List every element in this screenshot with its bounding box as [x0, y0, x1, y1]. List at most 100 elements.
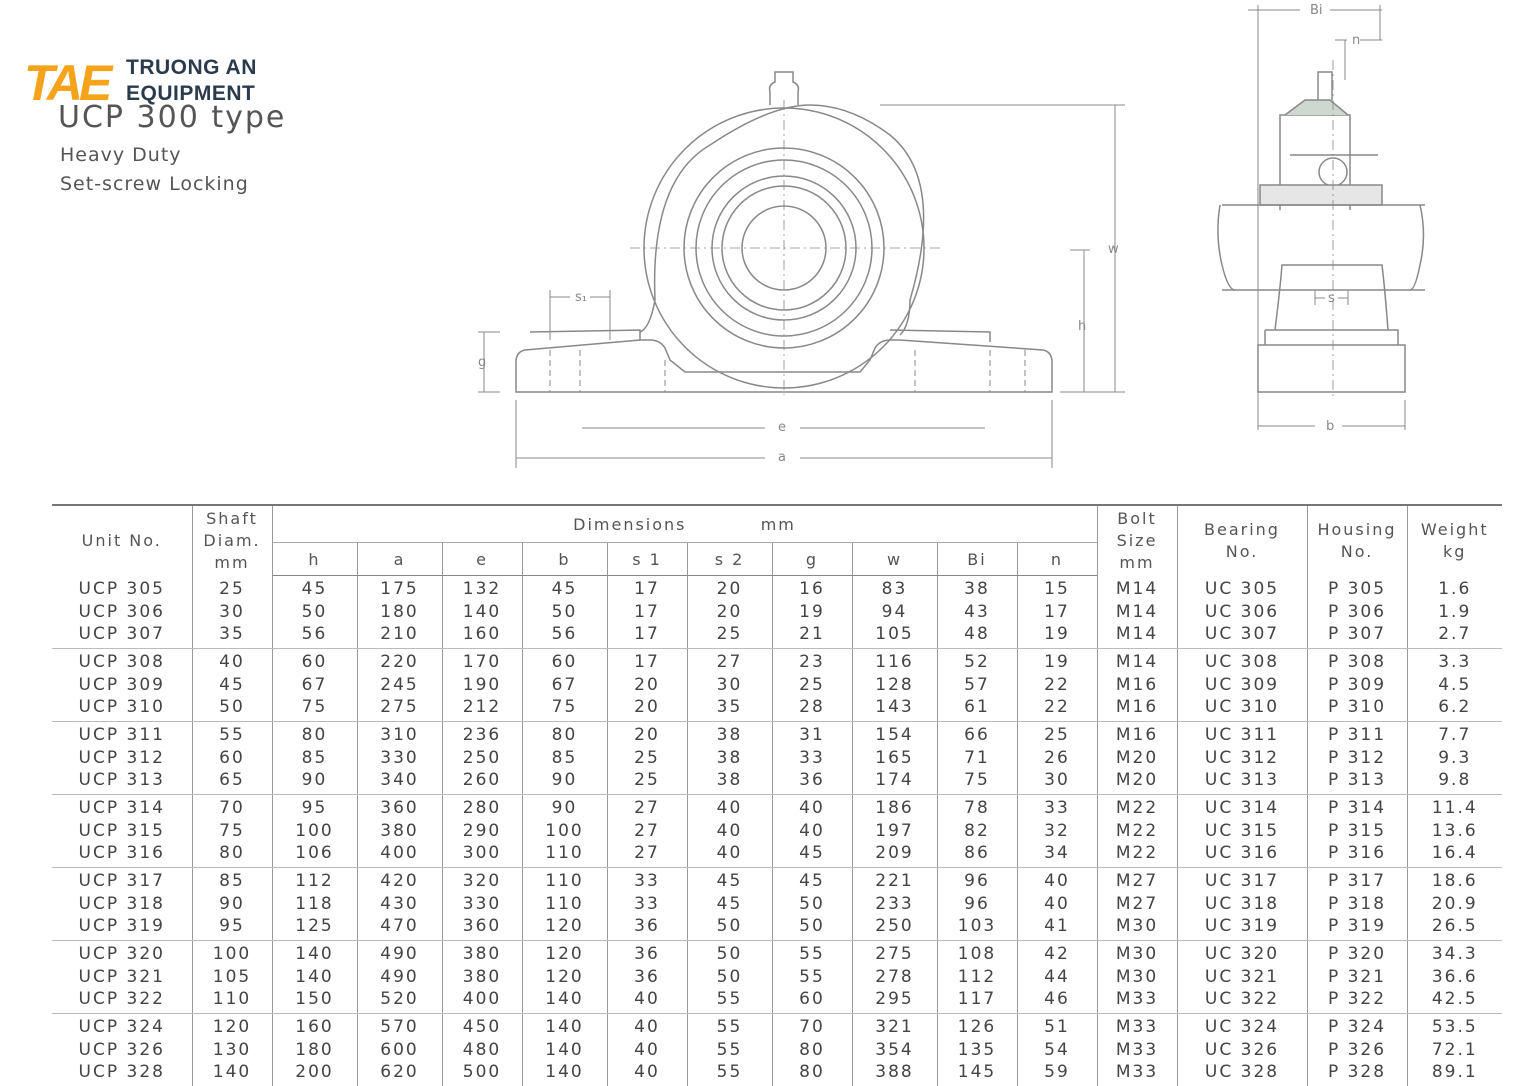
cell-value: 250 [443, 747, 522, 770]
cell-value: 15 [1018, 578, 1097, 601]
cell-value: P 312 [1308, 747, 1407, 770]
header-a: a [357, 543, 442, 576]
cell-value: 220 [358, 651, 442, 674]
cell-value: 43 [938, 601, 1017, 624]
cell-value: 80 [773, 1039, 852, 1062]
cell-value: UC 326 [1178, 1039, 1307, 1062]
cell-value: 19 [773, 601, 852, 624]
header-g: g [772, 543, 852, 576]
cell-value: 186 [853, 797, 937, 820]
cell-value: 180 [358, 601, 442, 624]
cell-value: P 313 [1308, 769, 1407, 792]
cell-value: UC 313 [1178, 769, 1307, 792]
cell-value: 100 [193, 943, 272, 966]
cell-value: 18.6 [1408, 870, 1503, 893]
cell-value: 2.7 [1408, 623, 1503, 646]
cell-value: 40 [608, 1061, 687, 1084]
cell-value: 110 [523, 893, 607, 916]
cell-value: 50 [688, 966, 772, 989]
cell-value: 140 [273, 966, 357, 989]
cell-value: 51 [1018, 1016, 1097, 1039]
cell-value: 110 [523, 870, 607, 893]
cell-value: 165 [853, 747, 937, 770]
cell-value: 50 [273, 601, 357, 624]
cell-value: UC 324 [1178, 1016, 1307, 1039]
cell-value: 42.5 [1408, 988, 1503, 1011]
cell-value: 6.2 [1408, 696, 1503, 719]
cell-value: 36 [773, 769, 852, 792]
cell-value: 80 [273, 724, 357, 747]
header-w: w [852, 543, 937, 576]
cell-value: 25 [773, 674, 852, 697]
cell-value: 174 [853, 769, 937, 792]
header-bolt-size: Bolt Size mm [1097, 505, 1177, 576]
cell-value: 72.1 [1408, 1039, 1503, 1062]
cell-value: 140 [523, 988, 607, 1011]
cell-value: 150 [273, 988, 357, 1011]
cell-value: 27 [608, 842, 687, 865]
cell-value: P 316 [1308, 842, 1407, 865]
cell-value: 209 [853, 842, 937, 865]
cell-value: 480 [443, 1039, 522, 1062]
cell-value: 175 [358, 578, 442, 601]
cell-value: 20 [688, 601, 772, 624]
cell-value: 40 [773, 797, 852, 820]
cell-value: 21 [773, 623, 852, 646]
cell-value: UCP 326 [52, 1039, 192, 1062]
cell-value: 278 [853, 966, 937, 989]
cell-value: 470 [358, 915, 442, 938]
cell-value: 55 [773, 943, 852, 966]
cell-value: M33 [1098, 1016, 1177, 1039]
cell-value: 54 [1018, 1039, 1097, 1062]
cell-value: P 308 [1308, 651, 1407, 674]
cell-value: 106 [273, 842, 357, 865]
cell-value: 388 [853, 1061, 937, 1084]
cell-value: 33 [773, 747, 852, 770]
cell-value: 112 [273, 870, 357, 893]
cell-value: UC 318 [1178, 893, 1307, 916]
technical-drawing: s₁ e a g h w Bi n [470, 0, 1522, 475]
cell-value: 190 [443, 674, 522, 697]
cell-value: 490 [358, 943, 442, 966]
cell-value: P 322 [1308, 988, 1407, 1011]
cell-value: 34 [1018, 842, 1097, 865]
cell-value: 38 [688, 769, 772, 792]
cell-value: 66 [938, 724, 1017, 747]
cell-value: P 320 [1308, 943, 1407, 966]
cell-value: UCP 322 [52, 988, 192, 1011]
cell-value: UCP 321 [52, 966, 192, 989]
cell-value: 40 [1018, 893, 1097, 916]
cell-value: M33 [1098, 988, 1177, 1011]
cell-value: 50 [773, 915, 852, 938]
cell-value: 75 [193, 820, 272, 843]
cell-value: 38 [938, 578, 1017, 601]
cell-value: 132 [443, 578, 522, 601]
cell-value: 3.3 [1408, 651, 1503, 674]
cell-value: UC 314 [1178, 797, 1307, 820]
cell-value: 31 [773, 724, 852, 747]
